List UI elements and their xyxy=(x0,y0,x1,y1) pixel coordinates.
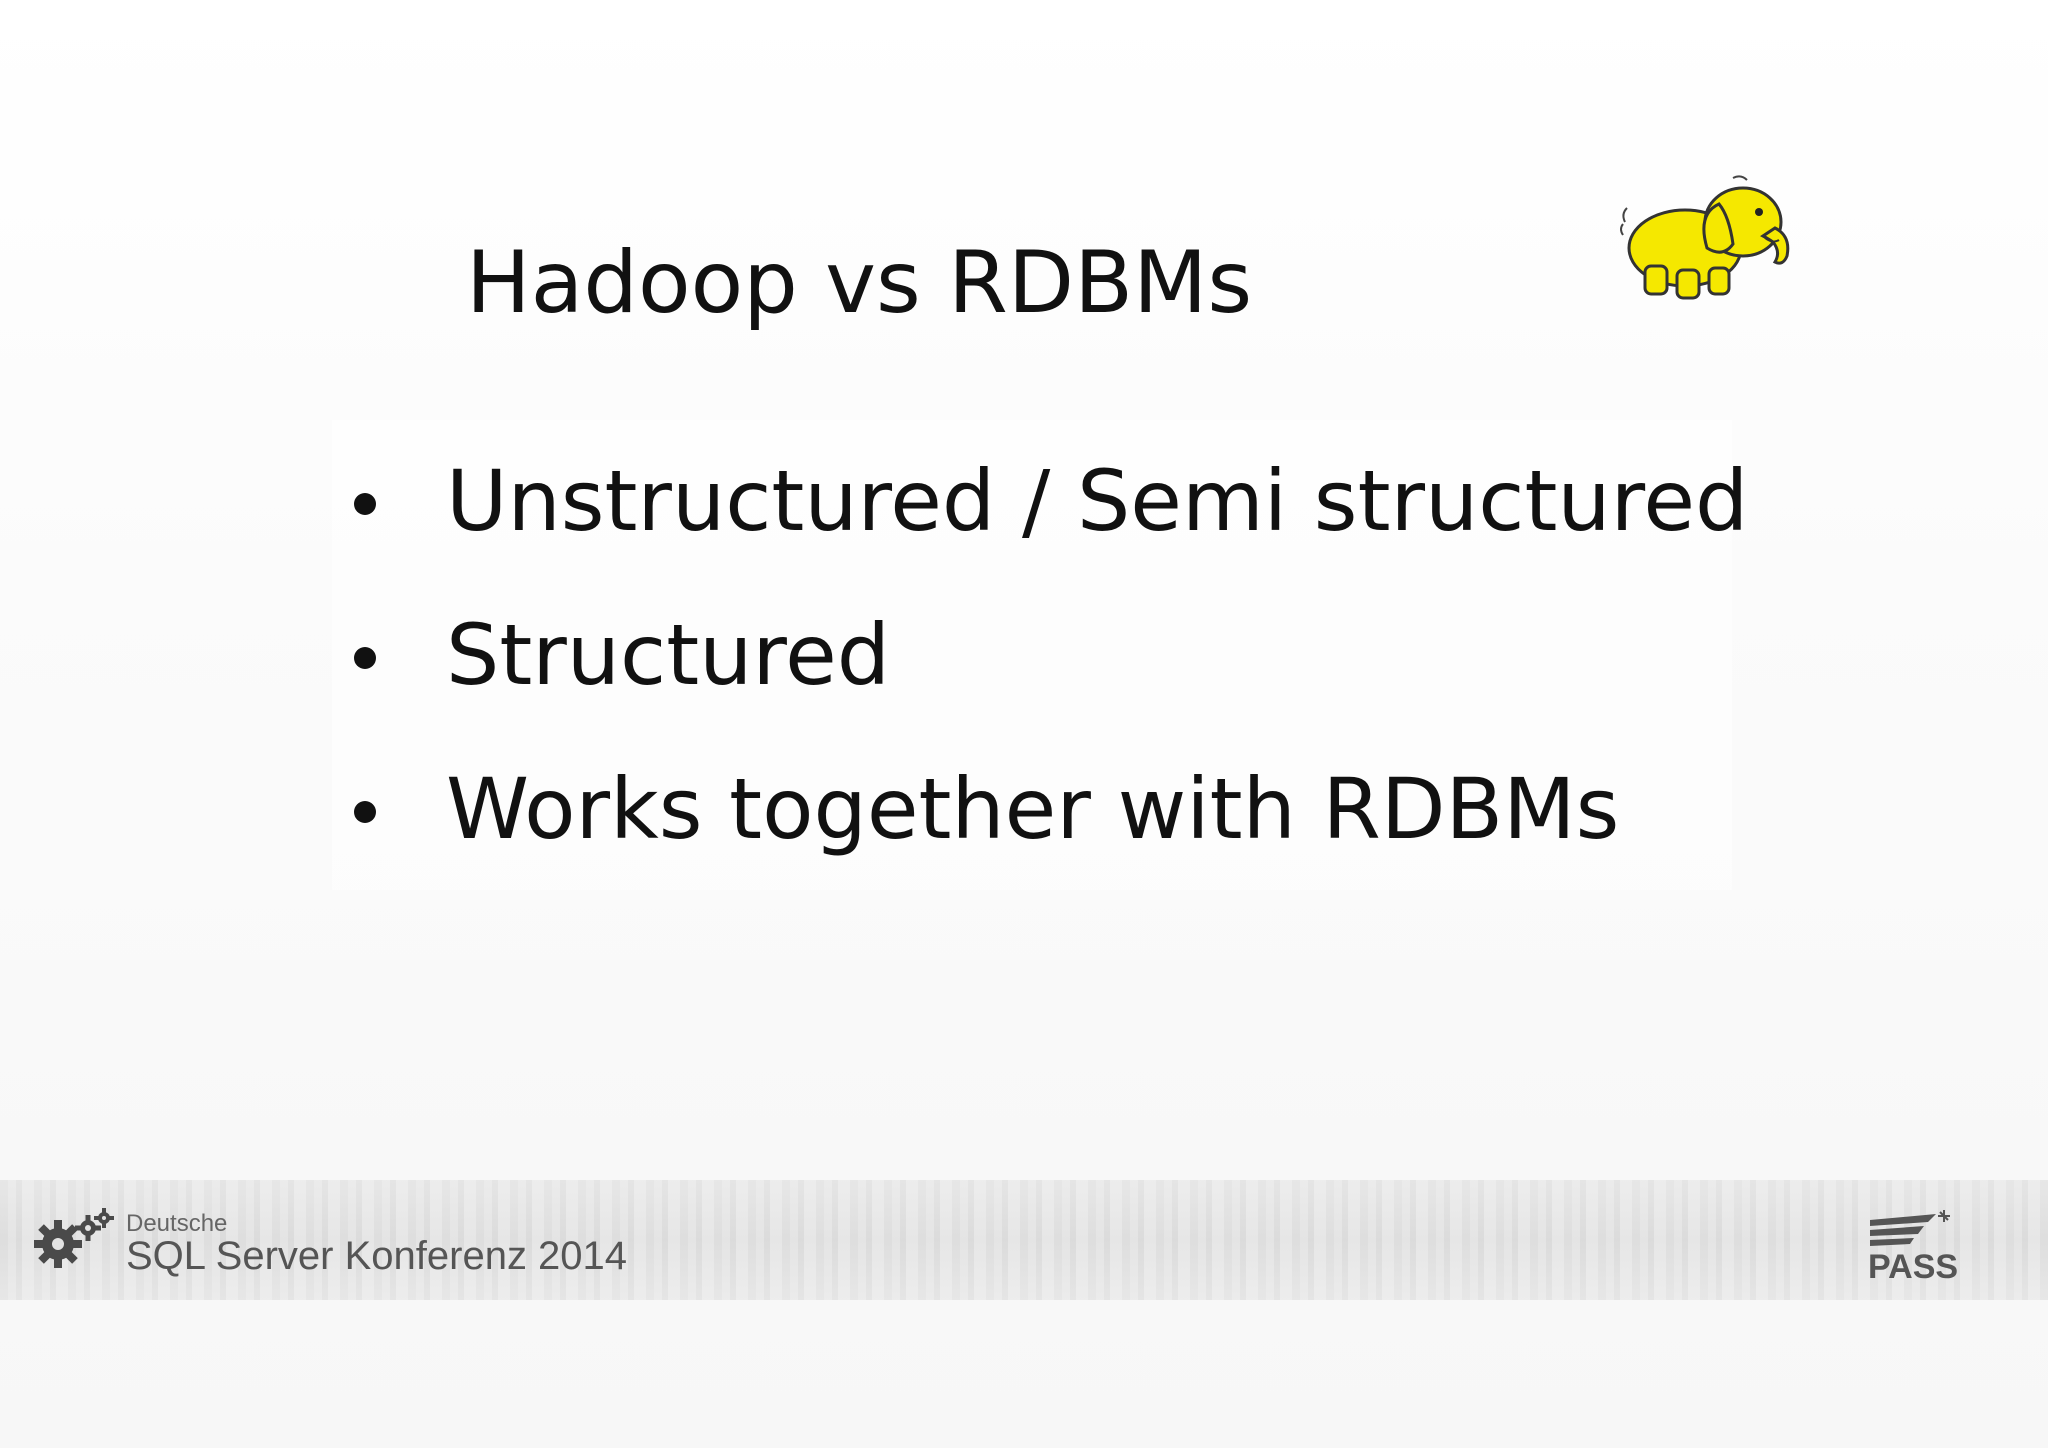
bullet-text: Unstructured / Semi structured xyxy=(446,452,1749,550)
conference-name: SQL Server Konferenz 2014 xyxy=(126,1234,628,1278)
bullet-icon xyxy=(354,647,376,669)
footer-band xyxy=(0,1180,2048,1300)
bullet-text: Structured xyxy=(446,606,891,704)
slide-title: Hadoop vs RDBMs xyxy=(466,233,1253,333)
hadoop-elephant-icon xyxy=(1620,175,1790,300)
conference-prefix: Deutsche xyxy=(126,1210,228,1237)
bullet-icon xyxy=(354,493,376,515)
pass-logo-text: PASS xyxy=(1868,1248,1959,1286)
content-panel xyxy=(332,420,1732,890)
gears-icon xyxy=(34,1208,114,1268)
bullet-icon xyxy=(354,801,376,823)
bullet-text: Works together with RDBMs xyxy=(446,760,1620,858)
pass-logo-icon xyxy=(1870,1210,1950,1246)
